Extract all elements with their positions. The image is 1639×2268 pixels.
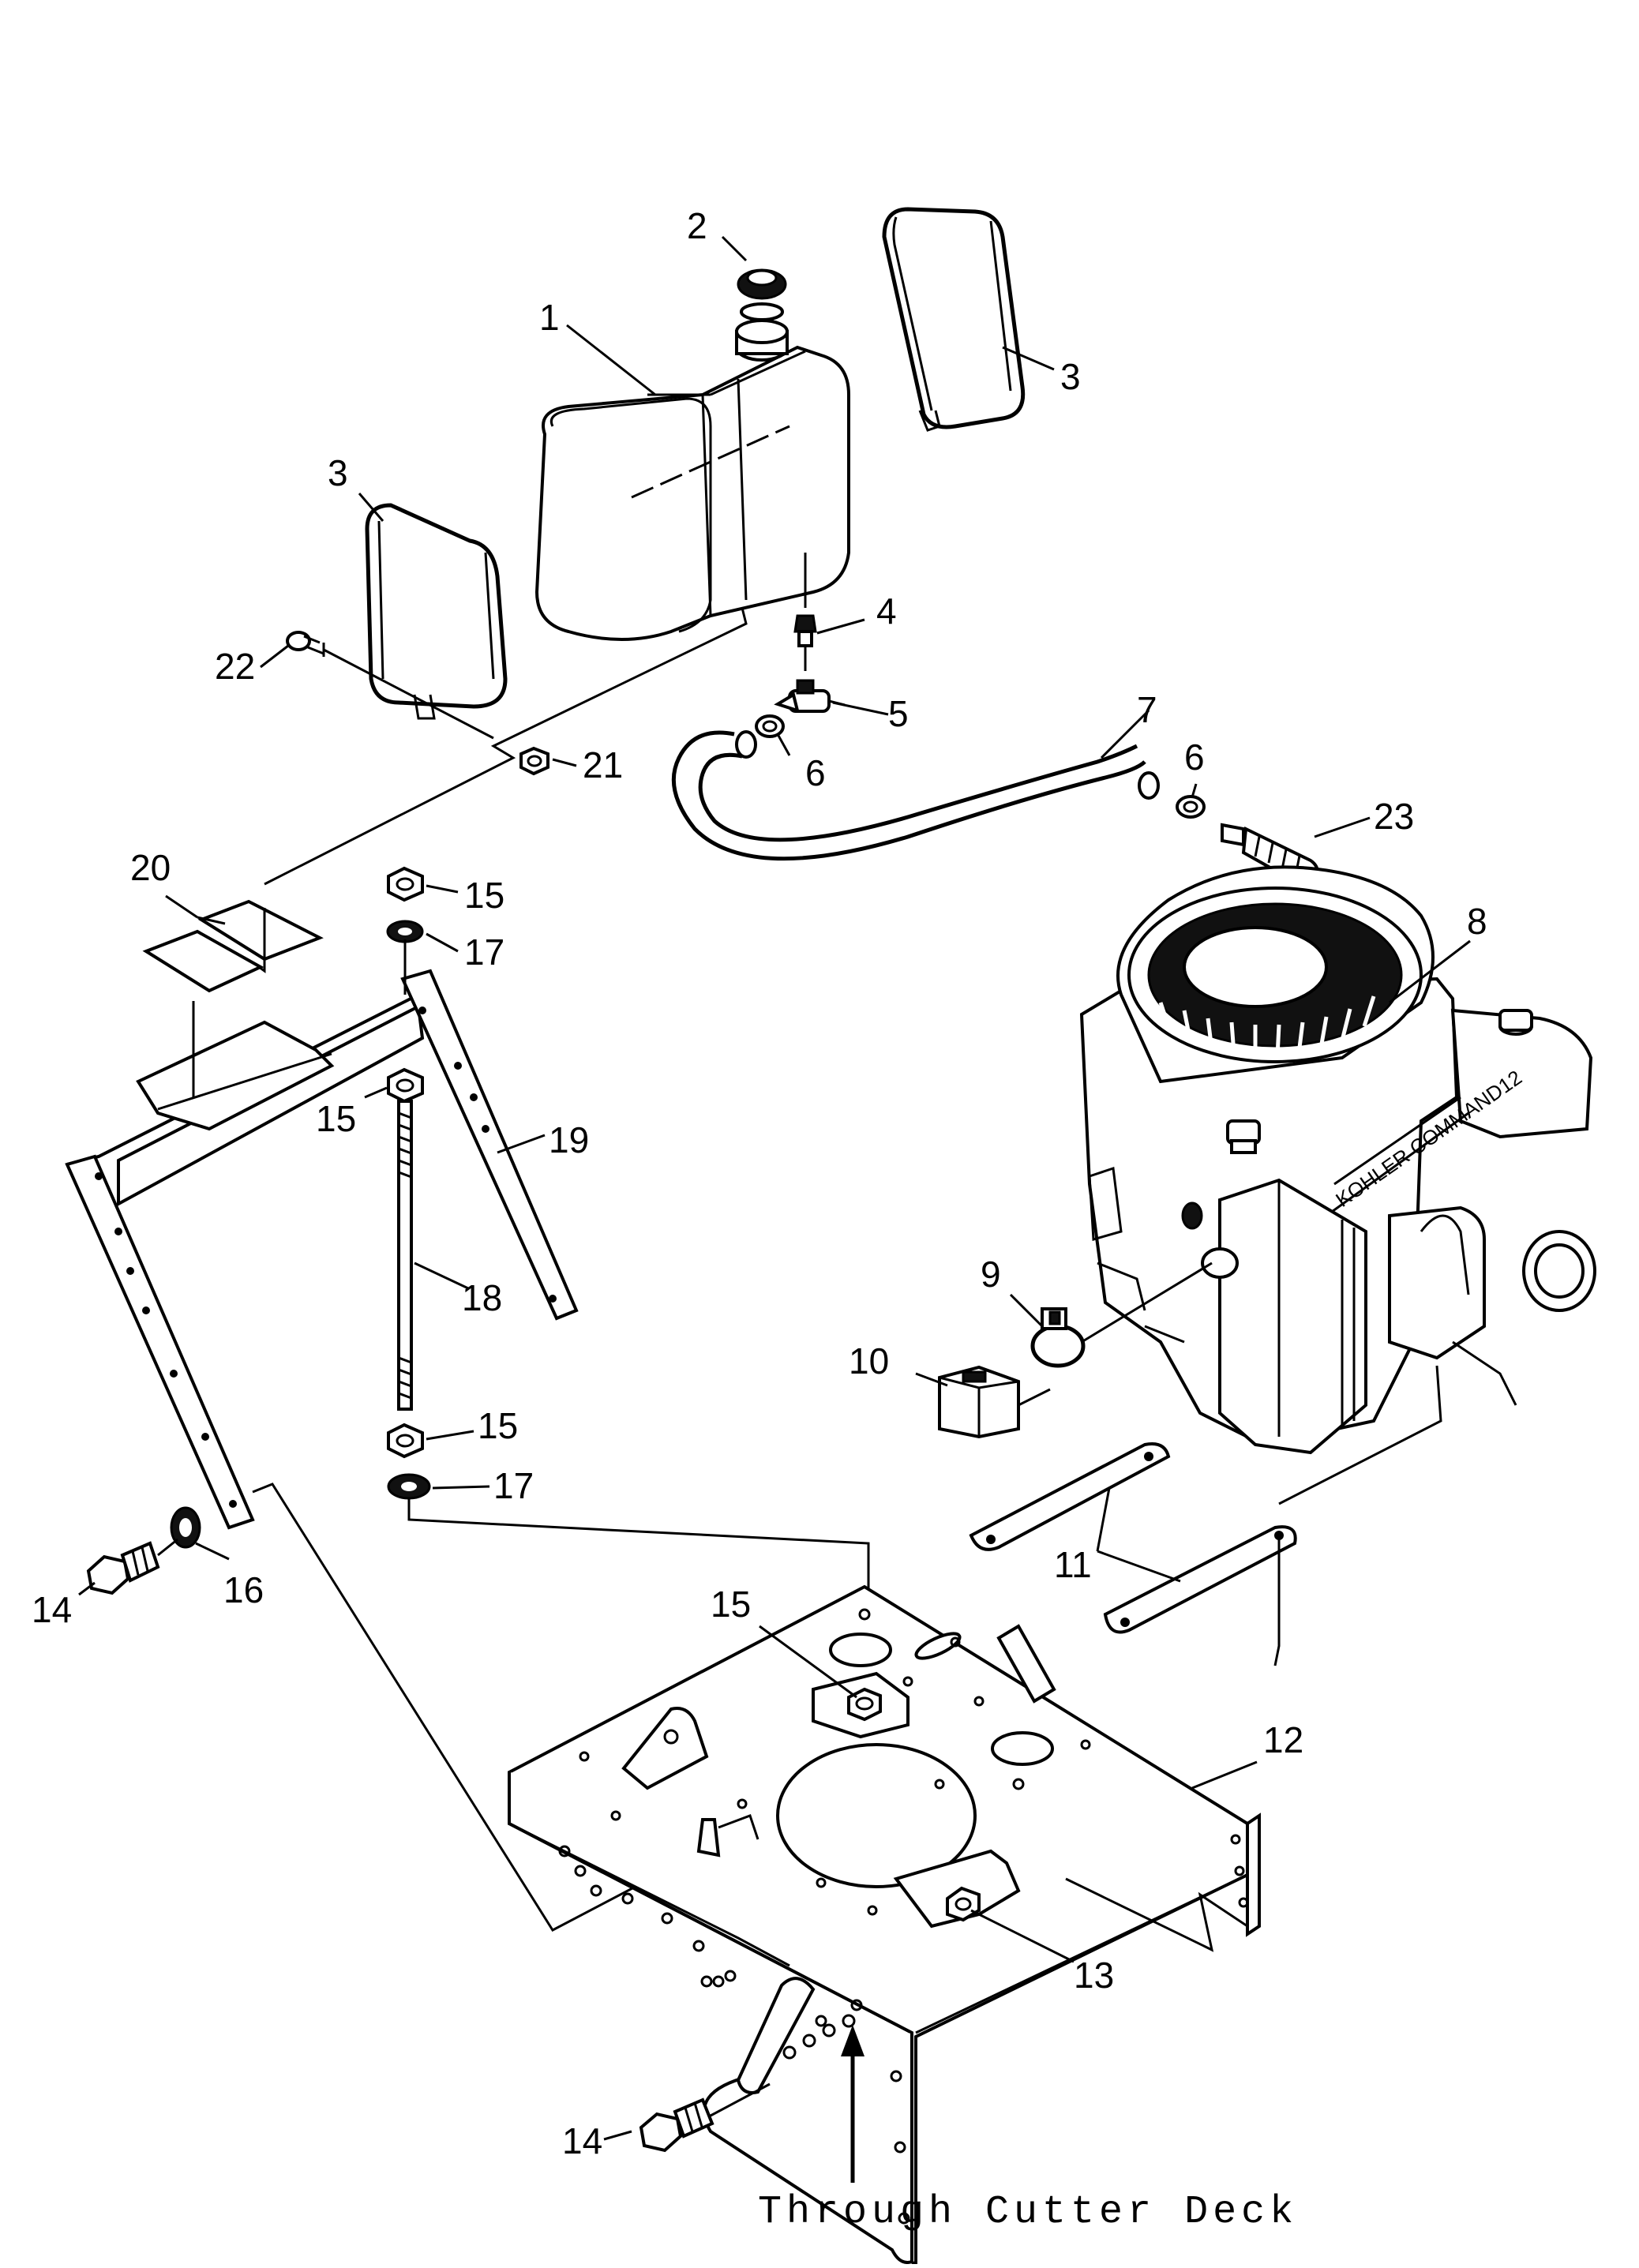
callout-labels: 2 1 3 3 4 5 6 6 7 8 9 10 11 12 13 14 14 … (32, 205, 1487, 2161)
washer-16 (170, 1506, 201, 1549)
through-deck-arrow (841, 2025, 865, 2183)
mount-strap-11a (969, 1442, 1171, 1551)
callout-5: 5 (888, 693, 909, 734)
shutoff-valve-5 (774, 679, 846, 713)
block-10 (938, 1365, 1020, 1439)
callout-12: 12 (1263, 1719, 1303, 1760)
decal-20b (197, 899, 324, 962)
caption-through-cutter-deck: Through Cutter Deck (758, 2190, 1298, 2235)
callout-17-top: 17 (464, 932, 504, 973)
leader-lines (78, 235, 1471, 2141)
fitting-4 (793, 614, 817, 647)
fuel-cap (737, 268, 787, 321)
nut-15-upper-stud (387, 1067, 424, 1104)
callout-22: 22 (215, 646, 255, 687)
callout-21: 21 (583, 744, 623, 785)
callout-14-left: 14 (32, 1589, 72, 1630)
callout-2: 2 (687, 205, 707, 246)
recoil-fins (1158, 995, 1376, 1057)
callout-15-mid: 15 (316, 1098, 356, 1139)
stud-18 (397, 1100, 413, 1411)
callout-6-left: 6 (805, 752, 826, 793)
bolt-14-bottom (639, 2097, 714, 2153)
weld-nut-plate-13 (893, 1849, 1021, 1929)
engine-8: KOHLER COMMAND12 (1079, 865, 1596, 1455)
callout-3-right: 3 (1060, 356, 1081, 397)
nut-15-lower-stud (387, 1423, 424, 1459)
callout-7: 7 (1137, 689, 1157, 730)
callout-18: 18 (462, 1277, 502, 1318)
nut-21 (519, 746, 549, 776)
cover-plate-20 (136, 1020, 335, 1131)
callout-15-lower: 15 (478, 1405, 518, 1446)
fuel-tank (534, 319, 850, 641)
weld-nut-plate-15 (812, 1671, 910, 1739)
callout-14-bottom: 14 (562, 2120, 602, 2161)
callout-9: 9 (981, 1254, 1001, 1295)
tank-strap-right (882, 207, 1026, 432)
washer-17-top (386, 920, 424, 943)
bolt-22 (286, 631, 325, 657)
callout-3-left: 3 (328, 452, 348, 493)
callout-6-right: 6 (1184, 737, 1205, 778)
callout-11: 11 (1054, 1544, 1092, 1585)
deck-mount-plate-12 (508, 1584, 1261, 2268)
callout-19: 19 (549, 1119, 589, 1160)
callout-10: 10 (849, 1340, 889, 1381)
nut-15-top (387, 866, 424, 902)
callout-16: 16 (223, 1569, 264, 1610)
callout-17-bottom: 17 (493, 1465, 534, 1506)
callout-15-top: 15 (464, 875, 504, 916)
callout-8: 8 (1467, 901, 1487, 942)
callout-13: 13 (1074, 1955, 1114, 1996)
clamp-9 (1030, 1307, 1086, 1368)
mount-strap-11b (1103, 1525, 1297, 1634)
bolt-14-left (86, 1541, 160, 1595)
callout-23: 23 (1374, 796, 1414, 837)
hose-clamp-6a (755, 714, 785, 738)
hose-clamp-6b (1176, 795, 1206, 819)
callout-15-plate: 15 (711, 1584, 751, 1625)
washer-17-bottom (387, 1473, 431, 1500)
callout-1: 1 (539, 297, 560, 338)
callout-4: 4 (876, 590, 897, 632)
callout-20: 20 (130, 847, 171, 888)
fuel-hose-7 (671, 730, 1160, 861)
tank-strap-left (365, 503, 508, 720)
